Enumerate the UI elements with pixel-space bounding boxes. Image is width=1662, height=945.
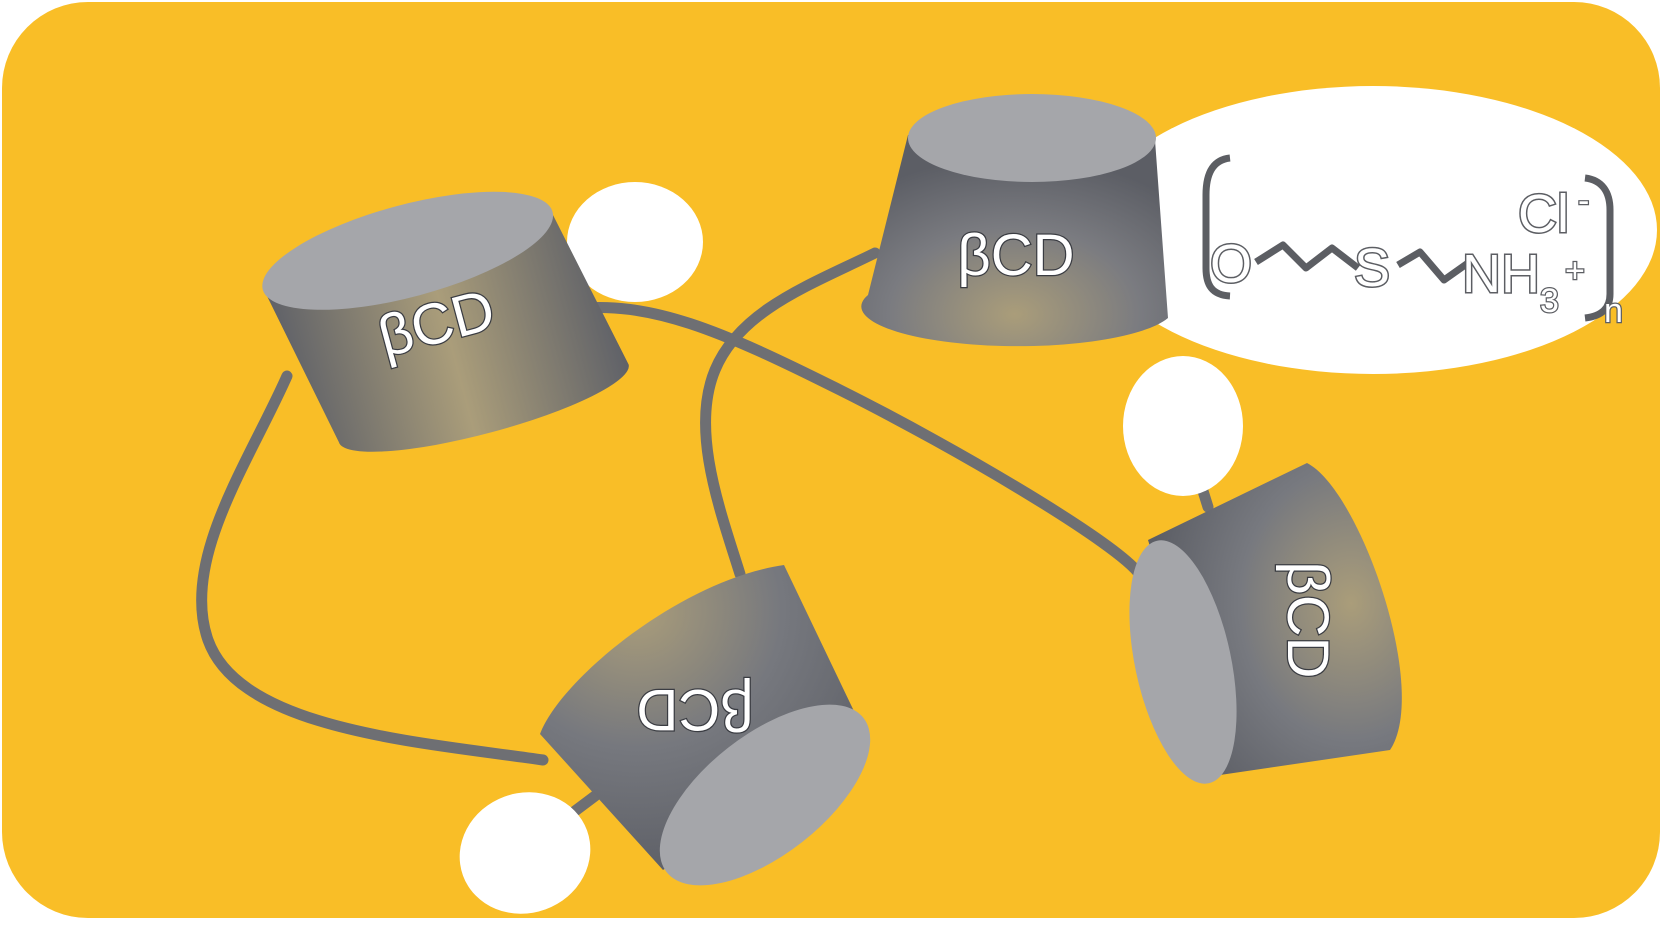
repeat-bracket-right (1584, 174, 1614, 322)
amine-subscript: 3 (1540, 282, 1559, 320)
guest-beads (459, 86, 1657, 914)
cup-4-rim (1129, 540, 1237, 784)
ammonium-charge: + (1565, 252, 1585, 290)
cup-3-label: βCD (636, 677, 753, 742)
bond-zigzag-2 (1396, 248, 1471, 284)
cup-3-rim (659, 704, 871, 886)
chloride-charge: - (1578, 182, 1589, 220)
chain-cup1-to-cup3 (196, 370, 549, 766)
cup-4-label: βCD (1275, 561, 1340, 678)
cup-2-rim (908, 94, 1156, 182)
bead-bottom-left (459, 792, 591, 914)
chain-cup1-to-cup4 (566, 301, 1146, 581)
cup-1-rim (262, 191, 554, 310)
sulfur-atom: S (1354, 238, 1390, 298)
repeat-index: n (1604, 292, 1623, 330)
bead-monomer-bubble (1089, 86, 1657, 374)
cyclodextrin-cup-2: βCD (861, 94, 1168, 347)
cyclodextrin-cup-3: βCD (540, 565, 871, 886)
repeat-unit-structure: O S NH 3 + Cl - n (1202, 154, 1624, 331)
bond-zigzag-1 (1254, 241, 1361, 272)
cyclodextrin-cup-4: βCD (1129, 463, 1402, 784)
cup-3-body (540, 565, 863, 870)
amine-group: NH (1462, 244, 1540, 304)
cyclodextrin-cup-1: βCD (262, 191, 629, 452)
cup-2-body (861, 135, 1168, 347)
bead-right (1123, 356, 1243, 496)
repeat-bracket-left (1202, 154, 1231, 300)
chain-cup2-to-cup3 (700, 247, 881, 580)
bead-top-left (567, 182, 703, 302)
oxygen-atom: O (1210, 234, 1252, 294)
cup-2-label: βCD (957, 223, 1074, 288)
chloride-counter-ion: Cl (1518, 184, 1569, 244)
